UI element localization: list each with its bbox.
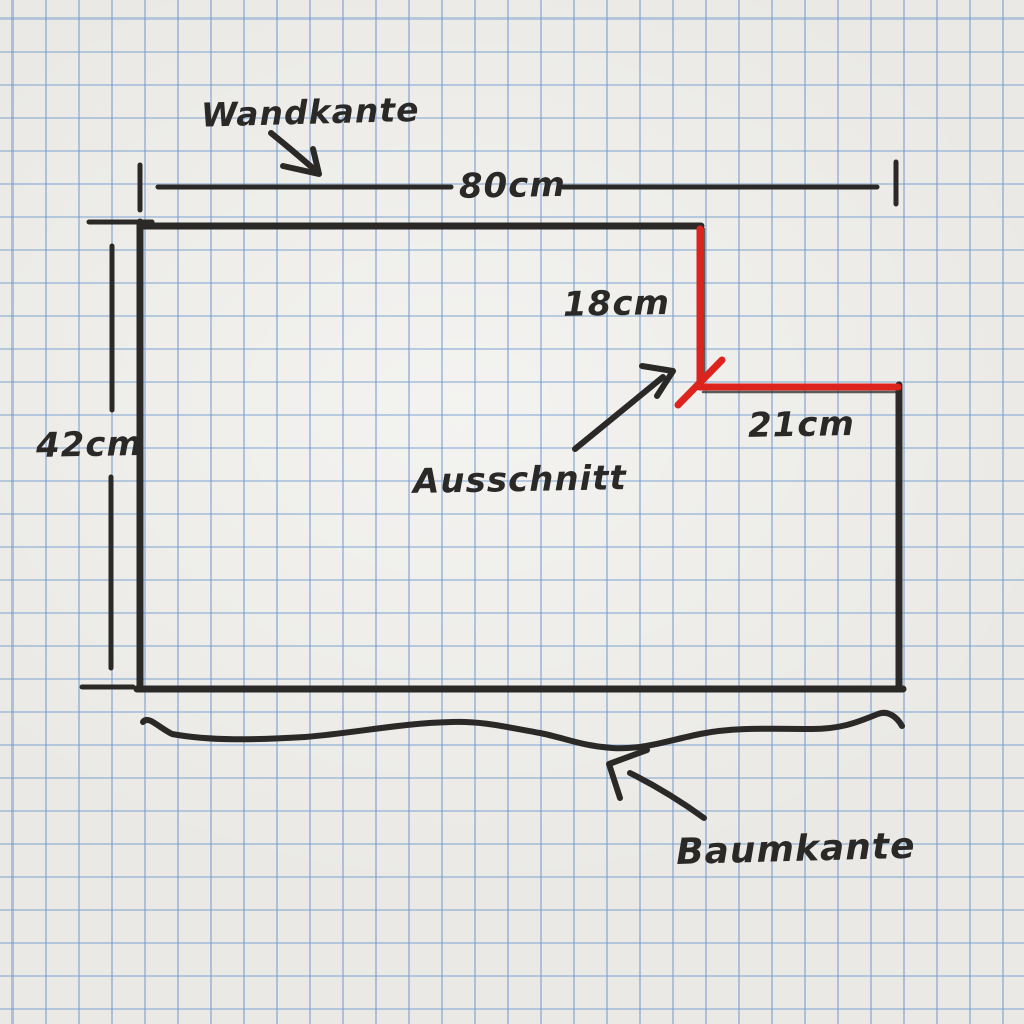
wandkante-arrow-shaft	[268, 130, 318, 173]
panel-outline	[133, 218, 907, 693]
dimension-80cm: 80cm	[137, 159, 899, 213]
pencil-underlines	[701, 227, 898, 394]
dim-18cm-label: 18cm	[563, 283, 671, 325]
baumkante-annotation: Baumkante	[140, 709, 916, 873]
ausschnitt-label: Ausschnitt	[410, 458, 628, 502]
ausschnitt-arrowhead-icon	[639, 363, 676, 399]
dim-42cm-label: 42cm	[35, 424, 144, 466]
wandkante-label: Wandkante	[201, 90, 420, 135]
ausschnitt-arrow-shaft	[572, 374, 666, 452]
wandkante-annotation: Wandkante	[201, 90, 420, 177]
baumkante-label: Baumkante	[676, 826, 916, 873]
dim-21cm-label: 21cm	[748, 404, 856, 446]
dimension-42cm: 42cm	[35, 219, 155, 690]
cutout-corner-slash	[674, 356, 726, 409]
cutout-red-edges	[674, 225, 902, 409]
ausschnitt-annotation: Ausschnitt	[410, 363, 676, 502]
baumkante-wavy-line	[140, 709, 905, 752]
dim-80cm-label: 80cm	[459, 165, 567, 207]
baumkante-arrowhead-icon	[606, 747, 650, 801]
baumkante-arrow-shaft	[627, 770, 707, 821]
wandkante-arrowhead-icon	[280, 146, 322, 177]
